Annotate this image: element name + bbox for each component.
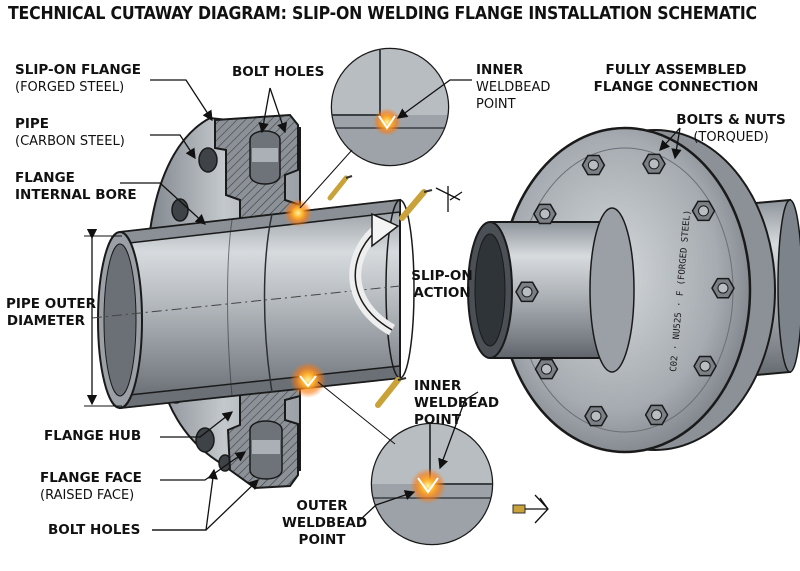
- welding-torch-icon: [327, 175, 353, 201]
- zoom-detail-weld-bottom: [370, 422, 494, 546]
- label-flange-bore: FLANGE INTERNAL BORE: [15, 170, 137, 203]
- label-assembled: FULLY ASSEMBLED FLANGE CONNECTION: [593, 62, 759, 95]
- bolt-end-icon: [717, 282, 729, 294]
- cutaway-flange: [84, 113, 549, 524]
- label-flange-hub: FLANGE HUB: [44, 428, 142, 444]
- bolt-end-icon: [699, 360, 711, 372]
- label-bolt-holes-bottom: BOLT HOLES: [48, 522, 141, 538]
- label-outer-weld: OUTER WELDBEAD POINT: [282, 498, 368, 548]
- label-bolt-holes-top: BOLT HOLES: [232, 64, 325, 80]
- assembled-flange: C02 · NU525 · F (FORGED STEEL): [467, 126, 800, 454]
- bolt-end-icon: [648, 158, 660, 170]
- bolts-and-nuts: [515, 153, 735, 427]
- page-title: TECHNICAL CUTAWAY DIAGRAM: SLIP-ON WELDI…: [8, 4, 757, 24]
- label-inner-weld-top: INNER WELDBEAD POINT: [476, 62, 551, 112]
- bolt-end-icon: [587, 159, 599, 171]
- bolt-end-icon: [541, 363, 552, 375]
- bolt-end-icon: [539, 208, 551, 220]
- label-inner-weld-bottom: INNER WELDBEAD POINT: [414, 378, 500, 428]
- weld-symbol-icon: [512, 494, 549, 524]
- bolt-end-icon: [651, 409, 663, 421]
- label-pipe-od: PIPE OUTER DIAMETER: [6, 296, 96, 329]
- zoom-detail-inner-weld-top: [330, 47, 450, 167]
- label-bolts-nuts: BOLTS & NUTS (TORQUED): [676, 112, 786, 145]
- bolt-end-icon: [590, 410, 602, 422]
- label-pipe: PIPE (CARBON STEEL): [15, 116, 125, 149]
- bolt-end-icon: [521, 286, 533, 298]
- leader-lines: [120, 79, 682, 531]
- welding-torch-icon: [375, 377, 407, 408]
- label-slip-on-action: SLIP-ON ACTION: [411, 268, 473, 301]
- label-flange-face: FLANGE FACE (RAISED FACE): [40, 470, 142, 503]
- label-slip-on-flange: SLIP-ON FLANGE (FORGED STEEL): [15, 62, 141, 95]
- bolt-end-icon: [698, 205, 709, 217]
- welding-torch-icon: [399, 186, 463, 221]
